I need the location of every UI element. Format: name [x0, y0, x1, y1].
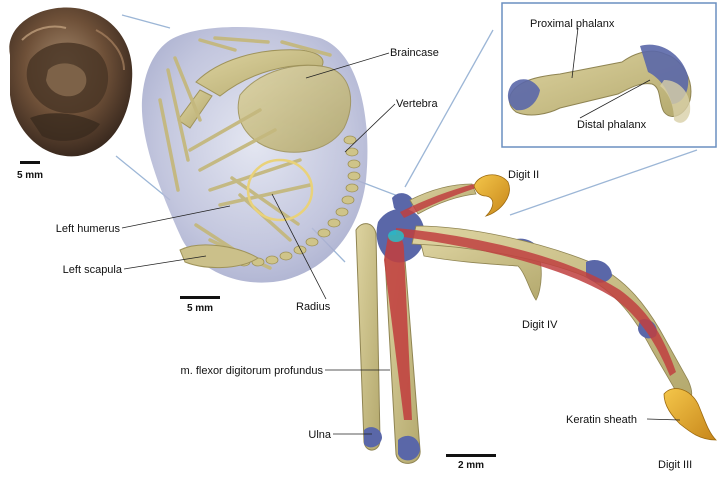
scale-bar-scan: 5 mm	[180, 296, 220, 314]
label-left-humerus: Left humerus	[56, 223, 121, 235]
label-ulna: Ulna	[308, 429, 332, 441]
ct-scan-specimen	[141, 27, 368, 283]
leader-lines	[121, 27, 681, 435]
label-keratin-sheath: Keratin sheath	[566, 414, 637, 426]
label-flexor-digitorum-profundus: m. flexor digitorum profundus	[181, 365, 324, 377]
phalanx-inset	[501, 2, 717, 148]
labels: Braincase Vertebra Left humerus Left sca…	[56, 18, 692, 471]
label-left-scapula: Left scapula	[63, 264, 123, 276]
scale-bar-photo: 5 mm	[17, 161, 43, 181]
scale-label-scan: 5 mm	[187, 303, 213, 314]
label-distal-phalanx: Distal phalanx	[577, 119, 647, 131]
forelimb-reconstruction	[355, 174, 717, 464]
label-radius: Radius	[296, 301, 331, 313]
scale-label-photo: 5 mm	[17, 170, 43, 181]
label-proximal-phalanx: Proximal phalanx	[530, 18, 615, 30]
radius-highlight-ring	[246, 158, 314, 222]
scale-bar-forelimb: 2 mm	[446, 454, 496, 471]
label-digit-ii: Digit II	[508, 169, 539, 181]
specimen-photo	[9, 7, 133, 157]
label-vertebra: Vertebra	[396, 98, 438, 110]
label-digit-iii: Digit III	[658, 459, 692, 471]
scale-label-forelimb: 2 mm	[458, 460, 484, 471]
label-digit-iv: Digit IV	[522, 319, 558, 331]
label-braincase: Braincase	[390, 47, 439, 59]
